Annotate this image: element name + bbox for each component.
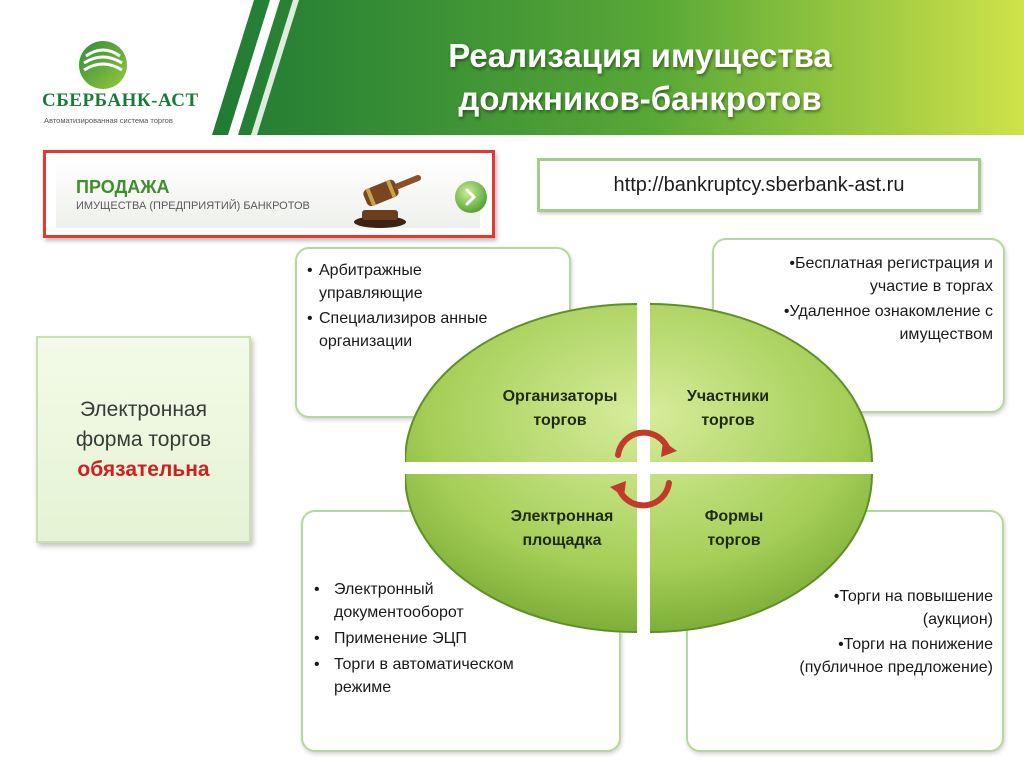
quadrant-participants <box>650 303 873 462</box>
quadrant-forms <box>650 474 873 633</box>
side-note-line-2: форма торгов <box>75 428 212 451</box>
quadrant-platform <box>405 474 637 633</box>
auction-ellipse-diagram <box>405 303 873 633</box>
platform-line-2: площадка <box>522 532 602 549</box>
title-line-1: Реализация имущества <box>448 37 832 74</box>
gavel-icon <box>354 174 422 228</box>
side-note: Электронная форма торгов обязательна <box>36 336 251 543</box>
list-item: Применение ЭЦП <box>312 627 532 650</box>
side-note-line-1: Электронная <box>80 398 207 421</box>
list-item: Торги на повышение (аукцион) <box>793 585 993 631</box>
sberbank-logo-icon <box>79 41 127 89</box>
quadrant-label-participants: Участники торгов <box>658 385 798 433</box>
organizers-list: Арбитражные управляющие Специализиров ан… <box>305 259 495 355</box>
url-link[interactable]: http://bankruptcy.sberbank-ast.ru <box>537 158 981 212</box>
quadrant-label-platform: Электронная площадка <box>482 505 642 553</box>
banner-inner: ПРОДАЖА ИМУЩЕСТВА (ПРЕДПРИЯТИЙ) БАНКРОТО… <box>56 160 487 228</box>
page-title: Реализация имущества должников-банкротов <box>360 34 920 120</box>
participants-line-2: торгов <box>701 412 755 429</box>
cycle-arrows-icon <box>610 429 677 509</box>
bankruptcy-sale-banner[interactable]: ПРОДАЖА ИМУЩЕСТВА (ПРЕДПРИЯТИЙ) БАНКРОТО… <box>43 150 495 238</box>
quadrant-label-forms: Формы торгов <box>664 505 804 553</box>
sberbank-ast-logo: СБЕРБАНК-АСТ Автоматизированная система … <box>25 30 215 140</box>
list-item: Бесплатная регистрация и участие в торга… <box>783 252 993 298</box>
participants-line-1: Участники <box>686 388 770 405</box>
list-item: Удаленное ознакомление с имуществом <box>783 300 993 346</box>
logo-name: СБЕРБАНК-АСТ <box>42 90 199 111</box>
list-item: Арбитражные управляющие <box>305 259 495 305</box>
logo-subtitle: Автоматизированная система торгов <box>44 116 173 125</box>
title-line-2: должников-банкротов <box>458 80 822 117</box>
quadrant-label-organizers: Организаторы торгов <box>482 385 638 433</box>
platform-list: Электронный документооборот Применение Э… <box>312 578 532 702</box>
organizers-line-2: торгов <box>533 412 587 429</box>
banner-subtitle: ИМУЩЕСТВА (ПРЕДПРИЯТИЙ) БАНКРОТОВ <box>76 200 310 212</box>
list-item: Торги на понижение (публичное предложени… <box>793 633 993 679</box>
slide-header: СБЕРБАНК-АСТ Автоматизированная система … <box>0 0 1024 135</box>
list-item: Специализиров анные организации <box>305 307 495 353</box>
organizers-line-1: Организаторы <box>502 388 618 405</box>
forms-list: Торги на повышение (аукцион) Торги на по… <box>793 585 993 681</box>
go-arrow-icon[interactable] <box>454 180 488 214</box>
list-item: Электронный документооборот <box>312 578 532 624</box>
forms-line-1: Формы <box>704 508 764 525</box>
platform-line-1: Электронная <box>510 508 614 525</box>
banner-title: ПРОДАЖА <box>76 177 170 197</box>
participants-list: Бесплатная регистрация и участие в торга… <box>783 252 993 348</box>
list-item: Торги в автоматическом режиме <box>312 653 532 699</box>
forms-line-2: торгов <box>707 532 761 549</box>
side-note-emphasis: обязательна <box>77 458 210 481</box>
header-band <box>196 0 1024 135</box>
quadrant-organizers <box>405 303 637 462</box>
